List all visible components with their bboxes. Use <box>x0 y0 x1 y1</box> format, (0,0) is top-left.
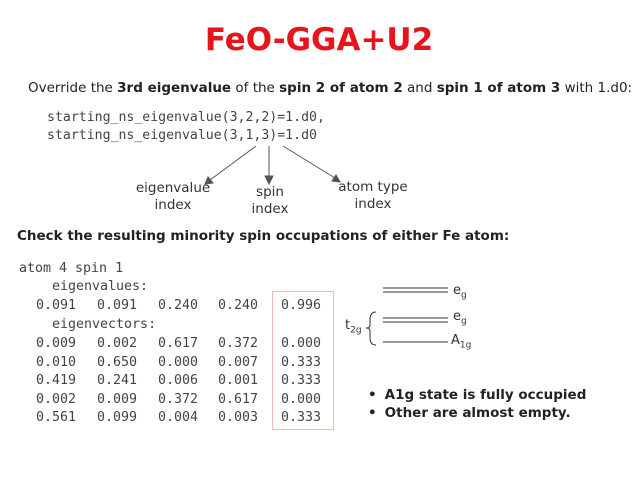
value-cell: 0.006 <box>158 373 199 388</box>
value-cell: 0.617 <box>218 391 259 407</box>
value-cell: 0.010 <box>36 354 77 370</box>
intro-sentence: Override the 3rd eigenvalue of the spin … <box>28 80 633 96</box>
level-eg-top: eg <box>453 283 467 301</box>
value-cell: 0.000 <box>158 354 199 370</box>
arrow-eigenvalue <box>209 145 257 181</box>
value-cell: 0.240 <box>158 298 199 313</box>
value-cell: 0.002 <box>36 391 77 407</box>
value-cell: 0.333 <box>281 410 322 425</box>
eigenvectors-label: eigenvectors: <box>52 317 157 332</box>
bullet-item: Other are almost empty. <box>368 404 586 422</box>
code-line-1: starting_ns_eigenvalue(3,2,2)=1.d0, <box>47 110 325 125</box>
value-cell: 0.004 <box>158 410 199 425</box>
level-t2g-label: t2g <box>345 318 362 336</box>
value-cell: 0.419 <box>36 373 77 388</box>
bullet-item: A1g state is fully occupied <box>368 386 587 404</box>
value-cell: 0.617 <box>158 336 199 351</box>
value-cell: 0.372 <box>218 336 259 351</box>
arrow-atom-type <box>282 145 336 179</box>
bullet-list: A1g state is fully occupied Other are al… <box>368 386 587 422</box>
page-title: FeO-GGA+U2 <box>204 22 434 58</box>
value-cell: 0.333 <box>281 373 322 388</box>
t2g-brace <box>365 311 377 346</box>
level-eg-mid: eg <box>453 309 467 327</box>
level-a1g: A1g <box>451 333 472 351</box>
value-cell: 0.561 <box>36 410 77 425</box>
value-cell: 0.007 <box>218 354 259 370</box>
value-cell: 0.372 <box>158 391 199 407</box>
check-heading: Check the resulting minority spin occupa… <box>17 228 510 244</box>
value-cell: 0.009 <box>36 336 77 351</box>
value-cell: 0.000 <box>281 336 322 351</box>
value-cell: 0.003 <box>218 410 259 425</box>
value-cell: 0.240 <box>218 298 259 313</box>
value-cell: 0.002 <box>97 336 138 351</box>
value-cell: 0.009 <box>97 391 138 407</box>
value-cell: 0.650 <box>97 354 138 370</box>
highlight-box <box>272 291 334 430</box>
value-cell: 0.099 <box>97 410 138 425</box>
value-cell: 0.000 <box>281 391 322 407</box>
value-cell: 0.001 <box>218 373 259 388</box>
eigenvalues-label: eigenvalues: <box>52 279 149 294</box>
value-cell: 0.091 <box>97 298 138 313</box>
energy-levels <box>383 287 448 343</box>
value-cell: 0.333 <box>281 354 322 370</box>
value-cell: 0.241 <box>97 373 138 388</box>
output-header: atom 4 spin 1 <box>19 261 124 276</box>
code-line-2: starting_ns_eigenvalue(3,1,3)=1.d0 <box>47 128 317 143</box>
value-cell: 0.996 <box>281 298 322 313</box>
value-cell: 0.091 <box>36 298 77 313</box>
